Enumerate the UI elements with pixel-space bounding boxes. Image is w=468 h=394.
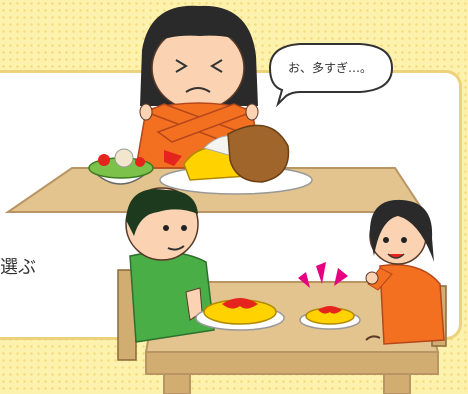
caption-fragment: 選ぶ — [0, 257, 36, 278]
surprise-burst — [298, 262, 348, 288]
speech-bubble — [268, 43, 394, 108]
boy-plate — [195, 298, 285, 331]
speech-bubble-text: お、多すぎ…。 — [287, 61, 372, 75]
large-plate — [159, 124, 313, 195]
girl — [365, 199, 447, 347]
girl-plate — [299, 306, 361, 330]
boy — [117, 187, 215, 361]
salad-bowl — [88, 148, 154, 185]
